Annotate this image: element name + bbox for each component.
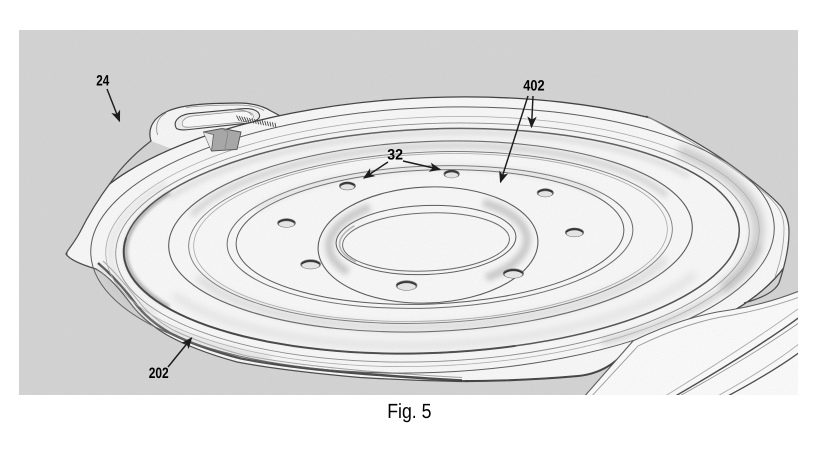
svg-text:202: 202 — [149, 365, 169, 382]
svg-text:Fig. 5: Fig. 5 — [387, 400, 431, 423]
svg-text:402: 402 — [523, 78, 544, 95]
svg-text:24: 24 — [96, 72, 110, 89]
svg-text:32: 32 — [387, 147, 403, 164]
